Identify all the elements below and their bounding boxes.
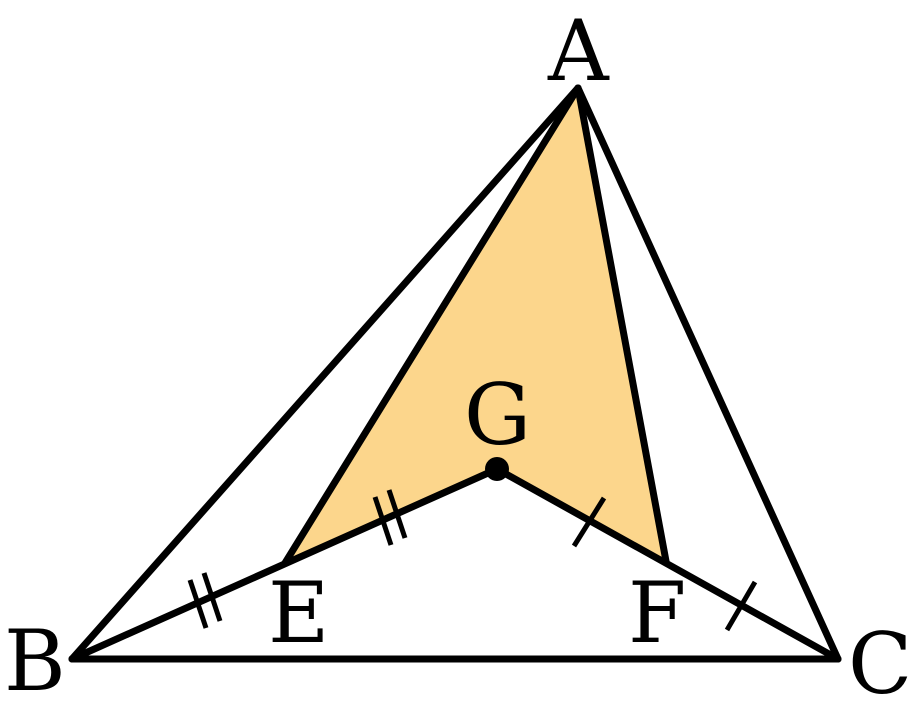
segment-ab xyxy=(68,84,582,663)
segment-ae xyxy=(281,84,582,567)
double-tick-eg xyxy=(372,489,408,546)
shaded-quadrilateral-aegf xyxy=(285,88,666,563)
label-c: C xyxy=(848,615,910,713)
label-f: F xyxy=(628,564,686,662)
label-e: E xyxy=(268,564,329,662)
single-tick-fc xyxy=(724,580,758,632)
label-b: B xyxy=(4,612,66,710)
label-a: A xyxy=(547,2,610,100)
segment-bg xyxy=(68,465,501,663)
single-tick-gf xyxy=(571,496,607,548)
label-g: G xyxy=(464,366,531,464)
segment-cg xyxy=(493,465,842,663)
segment-ac xyxy=(574,84,842,663)
point-g xyxy=(485,457,509,481)
double-tick-be xyxy=(187,572,223,629)
segment-af xyxy=(574,84,670,565)
